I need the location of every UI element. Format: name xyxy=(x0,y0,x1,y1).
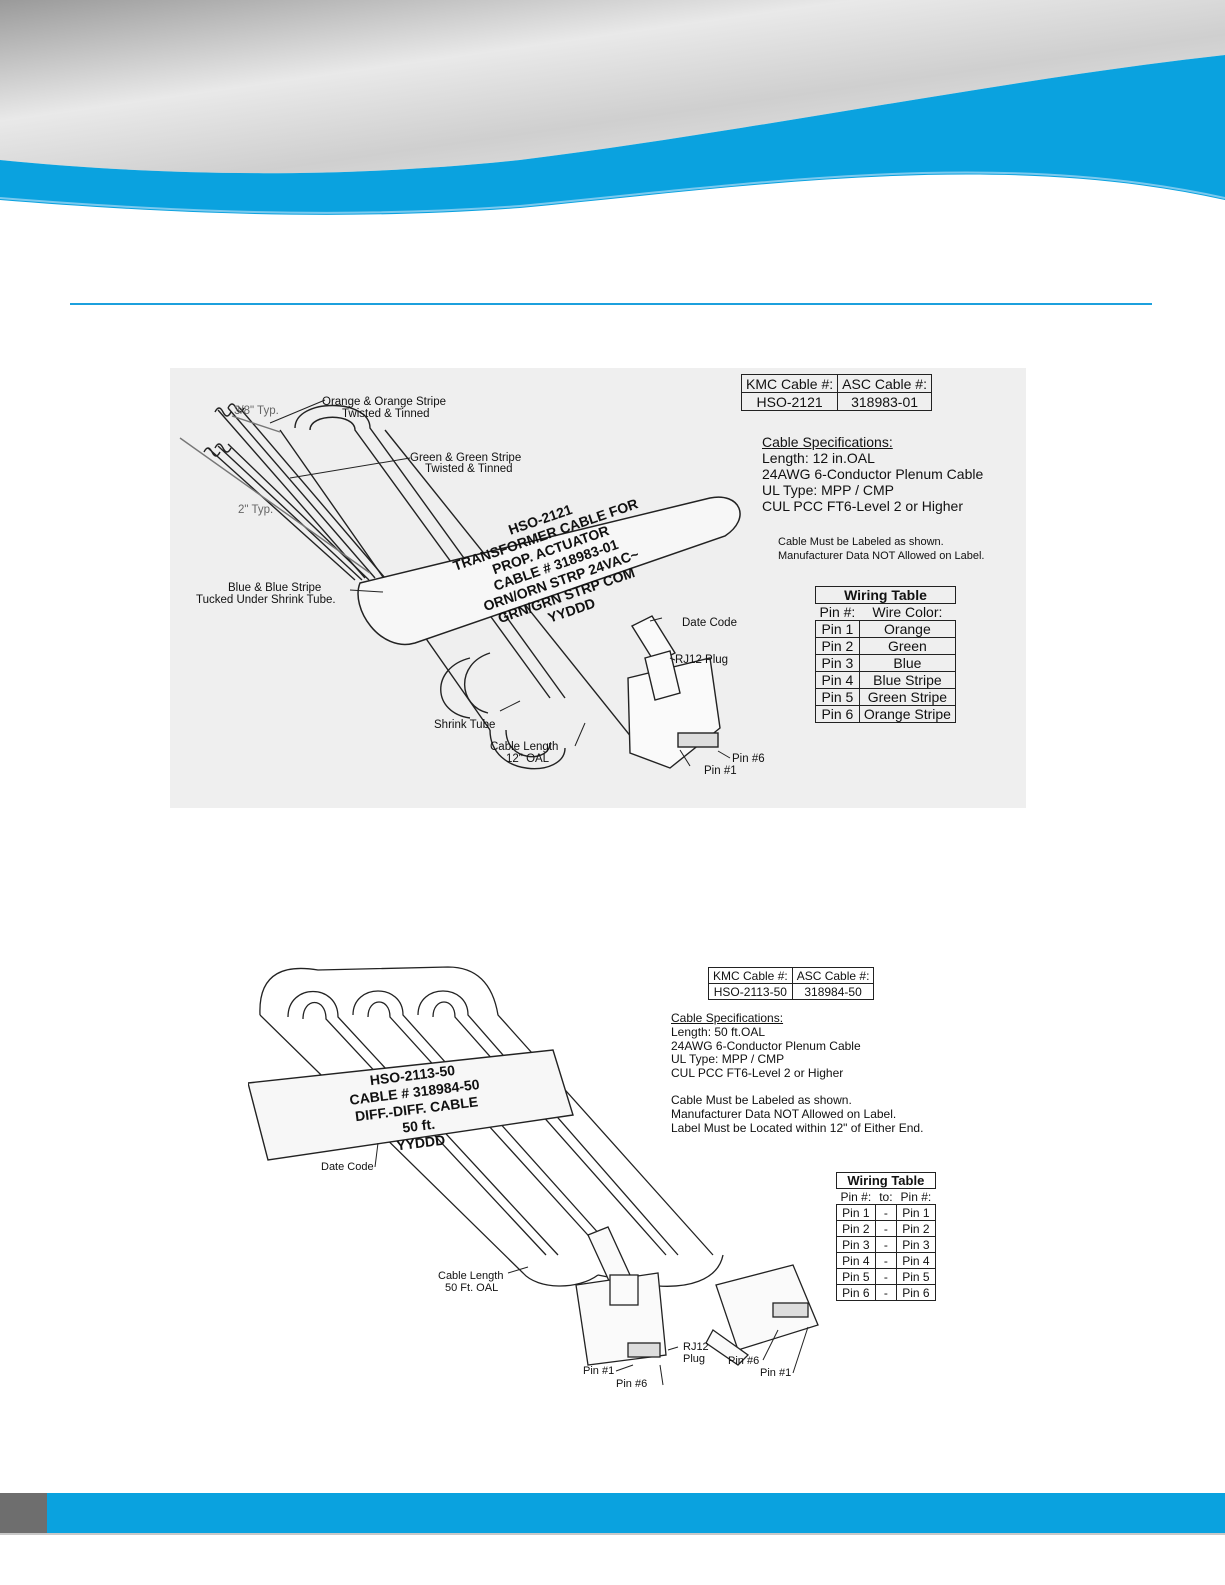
wiring-table-title: Wiring Table xyxy=(836,1172,936,1189)
svg-text:50 ft.: 50 ft. xyxy=(401,1116,435,1136)
dim-3-8-typ: 3/8" Typ. xyxy=(234,405,279,417)
callout-blue-wires-2: Tucked Under Shrink Tube. xyxy=(196,594,336,606)
spec-line: CUL PCC FT6-Level 2 or Higher xyxy=(671,1066,844,1081)
callout-cable-length-3: Cable Length xyxy=(438,1270,503,1282)
table-header-cell: Wire Color: xyxy=(872,604,943,620)
diagram-hso-2121: HSO-2121 TRANSFORMER CABLE FOR PROP. ACT… xyxy=(170,368,1026,808)
table-header-cell: Pin #: xyxy=(840,1189,872,1204)
spec-line: Length: 12 in.OAL xyxy=(762,450,875,467)
callout-date-code: Date Code xyxy=(682,617,737,629)
callout-orange-wires: Orange & Orange Stripe xyxy=(322,396,446,408)
callout-orange-wires-2: Twisted & Tinned xyxy=(342,408,430,420)
cable-drawing-2: HSO-2113-50 CABLE # 318984-50 DIFF.-DIFF… xyxy=(248,966,819,1390)
cable-specifications-2: Cable Specifications: Length: 50 ft.OAL … xyxy=(671,1011,861,1081)
spec-line: Length: 50 ft.OAL xyxy=(671,1024,766,1039)
table-row: Pin 3-Pin 3 xyxy=(836,1236,936,1253)
footer-page-tab xyxy=(0,1493,47,1533)
table-header-cell: Pin #: xyxy=(819,604,856,620)
callout-pin-1-right: Pin #1 xyxy=(760,1367,791,1379)
header-banner xyxy=(0,0,1225,225)
section-divider xyxy=(70,303,1152,305)
callout-green-wires-2: Twisted & Tinned xyxy=(425,463,513,475)
note-line: Manufacturer Data NOT Allowed on Label. xyxy=(671,1106,897,1121)
callout-blue-wires: Blue & Blue Stripe xyxy=(228,582,321,594)
table-row: Pin 1-Pin 1 xyxy=(836,1204,936,1221)
table-cell: HSO-2113-50 xyxy=(708,983,793,1000)
callout-rj12-plug: RJ12 Plug xyxy=(675,654,728,666)
table-row: Pin 4-Pin 4 xyxy=(836,1252,936,1269)
callout-pin-1: Pin #1 xyxy=(704,765,737,777)
label-notes-1: Cable Must be Labeled as shown. Manufact… xyxy=(778,536,984,564)
cable-drawing-1: HSO-2121 TRANSFORMER CABLE FOR PROP. ACT… xyxy=(179,396,765,777)
table-cell: KMC Cable #: xyxy=(708,967,793,984)
wiring-table-2: Wiring Table Pin #: to: Pin #: Pin 1-Pin 1… xyxy=(836,1172,936,1301)
spec-line: 24AWG 6-Conductor Plenum Cable xyxy=(762,466,984,483)
table-cell: 318984-50 xyxy=(791,983,875,1000)
spec-line: UL Type: MPP / CMP xyxy=(762,482,895,499)
callout-cable-length-2: 12" OAL xyxy=(506,753,550,765)
label-text-2: HSO-2113-50 CABLE # 318984-50 DIFF.-DIFF… xyxy=(349,1062,481,1154)
callout-pin-6: Pin #6 xyxy=(732,753,765,765)
cable-label-2 xyxy=(248,1049,574,1161)
callout-shrink-tube: Shrink Tube xyxy=(434,719,495,731)
callout-rj12-3: Plug xyxy=(683,1353,705,1365)
callout-cable-length-4: 50 Ft. OAL xyxy=(445,1282,498,1294)
table-cell: ASC Cable #: xyxy=(837,374,932,393)
table-cell: HSO-2121 xyxy=(740,392,839,411)
table-header-cell: to: xyxy=(879,1189,893,1204)
spec-line: 24AWG 6-Conductor Plenum Cable xyxy=(671,1038,861,1053)
callout-cable-length: Cable Length xyxy=(490,741,558,753)
callout-pin-1-left: Pin #1 xyxy=(583,1365,614,1377)
footer-rule xyxy=(0,1533,1225,1535)
callout-pin-6-left: Pin #6 xyxy=(616,1378,647,1390)
callout-pin-6-right: Pin #6 xyxy=(728,1355,759,1367)
table-row: Pin 2-Pin 2 xyxy=(836,1220,936,1237)
svg-text:YYDDD: YYDDD xyxy=(395,1132,446,1154)
table-row: Pin 6-Pin 6 xyxy=(836,1284,936,1301)
label-notes-2: Cable Must be Labeled as shown. Manufact… xyxy=(671,1093,924,1135)
spec-line: CUL PCC FT6-Level 2 or Higher xyxy=(762,498,963,515)
note-line: Cable Must be Labeled as shown. xyxy=(671,1093,852,1107)
rj12-plug-drawing xyxy=(627,615,721,769)
callout-rj12-2: RJ12 xyxy=(683,1341,709,1353)
cable-specifications-1: Cable Specifications: Length: 12 in.OAL … xyxy=(762,434,983,514)
table-header-cell: Pin #: xyxy=(900,1189,932,1204)
dim-2-typ: 2" Typ. xyxy=(238,504,273,516)
note-line: Manufacturer Data NOT Allowed on Label. xyxy=(778,549,985,562)
wiring-table-title: Wiring Table xyxy=(815,586,956,604)
spec-heading: Cable Specifications: xyxy=(762,434,893,450)
spec-heading: Cable Specifications: xyxy=(671,1011,784,1025)
rj12-plug-left-drawing xyxy=(575,1226,667,1366)
cable-label-sleeve xyxy=(357,496,741,646)
table-row: Pin 5-Pin 5 xyxy=(836,1268,936,1285)
spec-line: UL Type: MPP / CMP xyxy=(671,1052,785,1067)
callout-green-wires: Green & Green Stripe xyxy=(410,452,521,464)
note-line: Cable Must be Labeled as shown. xyxy=(778,536,944,548)
footer-bar xyxy=(0,1493,1225,1533)
table-cell: KMC Cable #: xyxy=(740,374,839,393)
callout-date-code-2: Date Code xyxy=(321,1161,374,1173)
table-cell: ASC Cable #: xyxy=(791,967,875,984)
rj12-plug-right-drawing xyxy=(705,1264,819,1366)
table-cell: 318983-01 xyxy=(837,392,932,411)
note-line: Label Must be Located within 12" of Eith… xyxy=(671,1120,924,1135)
banner-blue-swoosh xyxy=(0,55,1225,215)
